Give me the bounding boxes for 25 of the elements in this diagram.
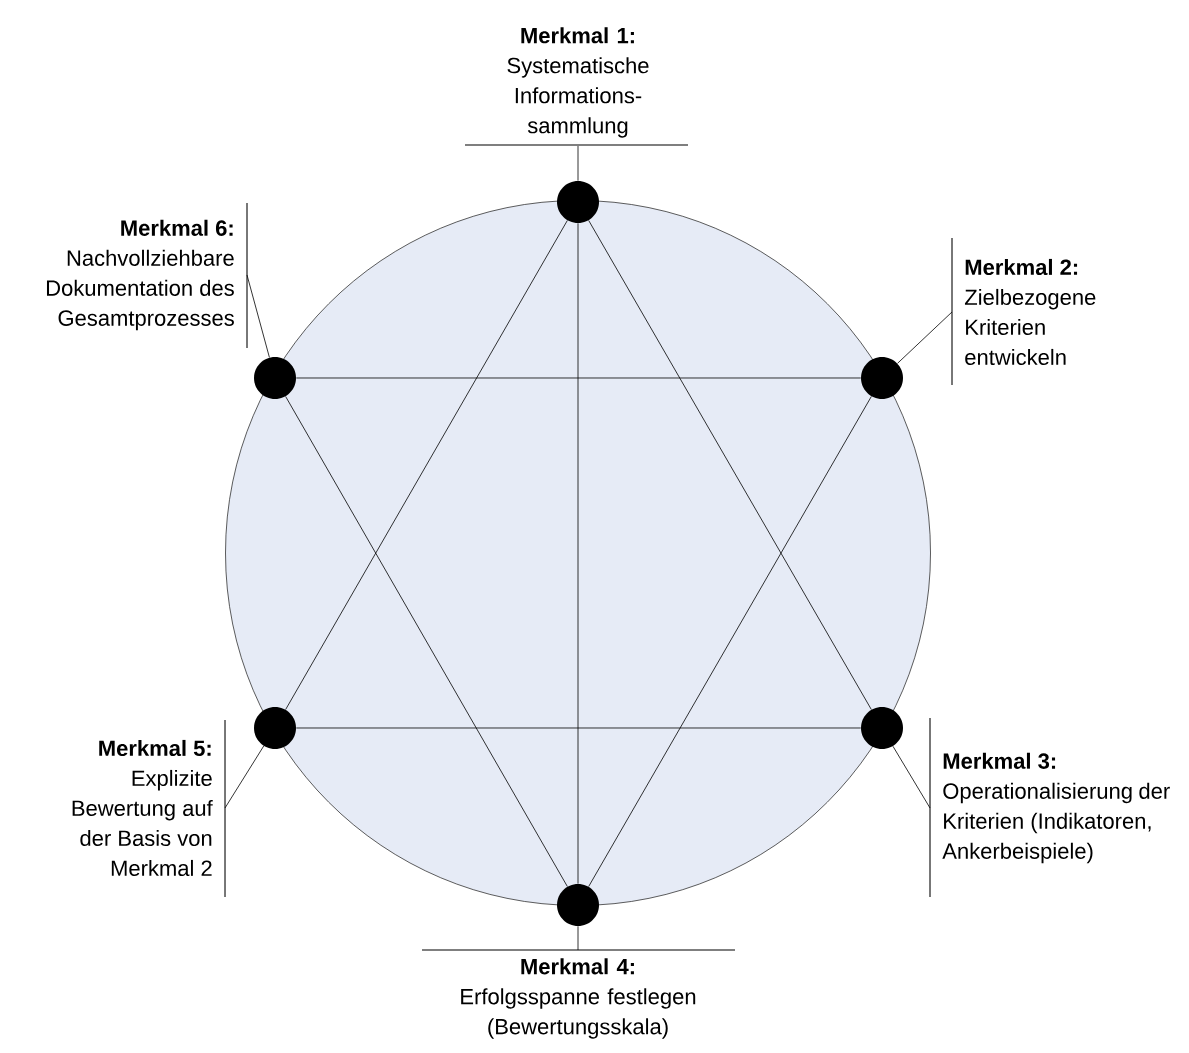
line [577,222,579,885]
leader-line [577,925,579,951]
feature-label: Merkmal 2: Zielbezogene Kriterien entwickeln [951,237,1096,386]
dot [254,357,296,399]
line [295,727,862,729]
line [285,220,568,710]
line [295,377,862,379]
dot [861,707,903,749]
leader-line [577,145,579,182]
feature-label: Merkmal 6: Nachvollziehbare Dokumentation des Gesamtprozesses [47,202,248,349]
dot [861,357,903,399]
feature-label: Merkmal 5: Explizite Bewertung auf der Basis von Merkmal 2 [72,719,226,898]
feature-label: Merkmal 4: Erfolgsspanne festlegen (Bewertungsskala) [421,949,736,1039]
leader-line [892,745,931,809]
line [285,396,568,887]
feature-label: Merkmal 1: Systematische Informations-sammlung [464,27,689,146]
leader-line [897,311,953,364]
dot [557,181,599,223]
dot [557,884,599,926]
dot [254,707,296,749]
feature-label: Merkmal 3: Operationalisierung der Kriterien (Indikatoren, Ankerbeispiele) [929,717,1170,898]
line [588,220,872,710]
line [588,396,872,887]
leader-line [246,274,270,358]
leader-line [224,745,265,809]
